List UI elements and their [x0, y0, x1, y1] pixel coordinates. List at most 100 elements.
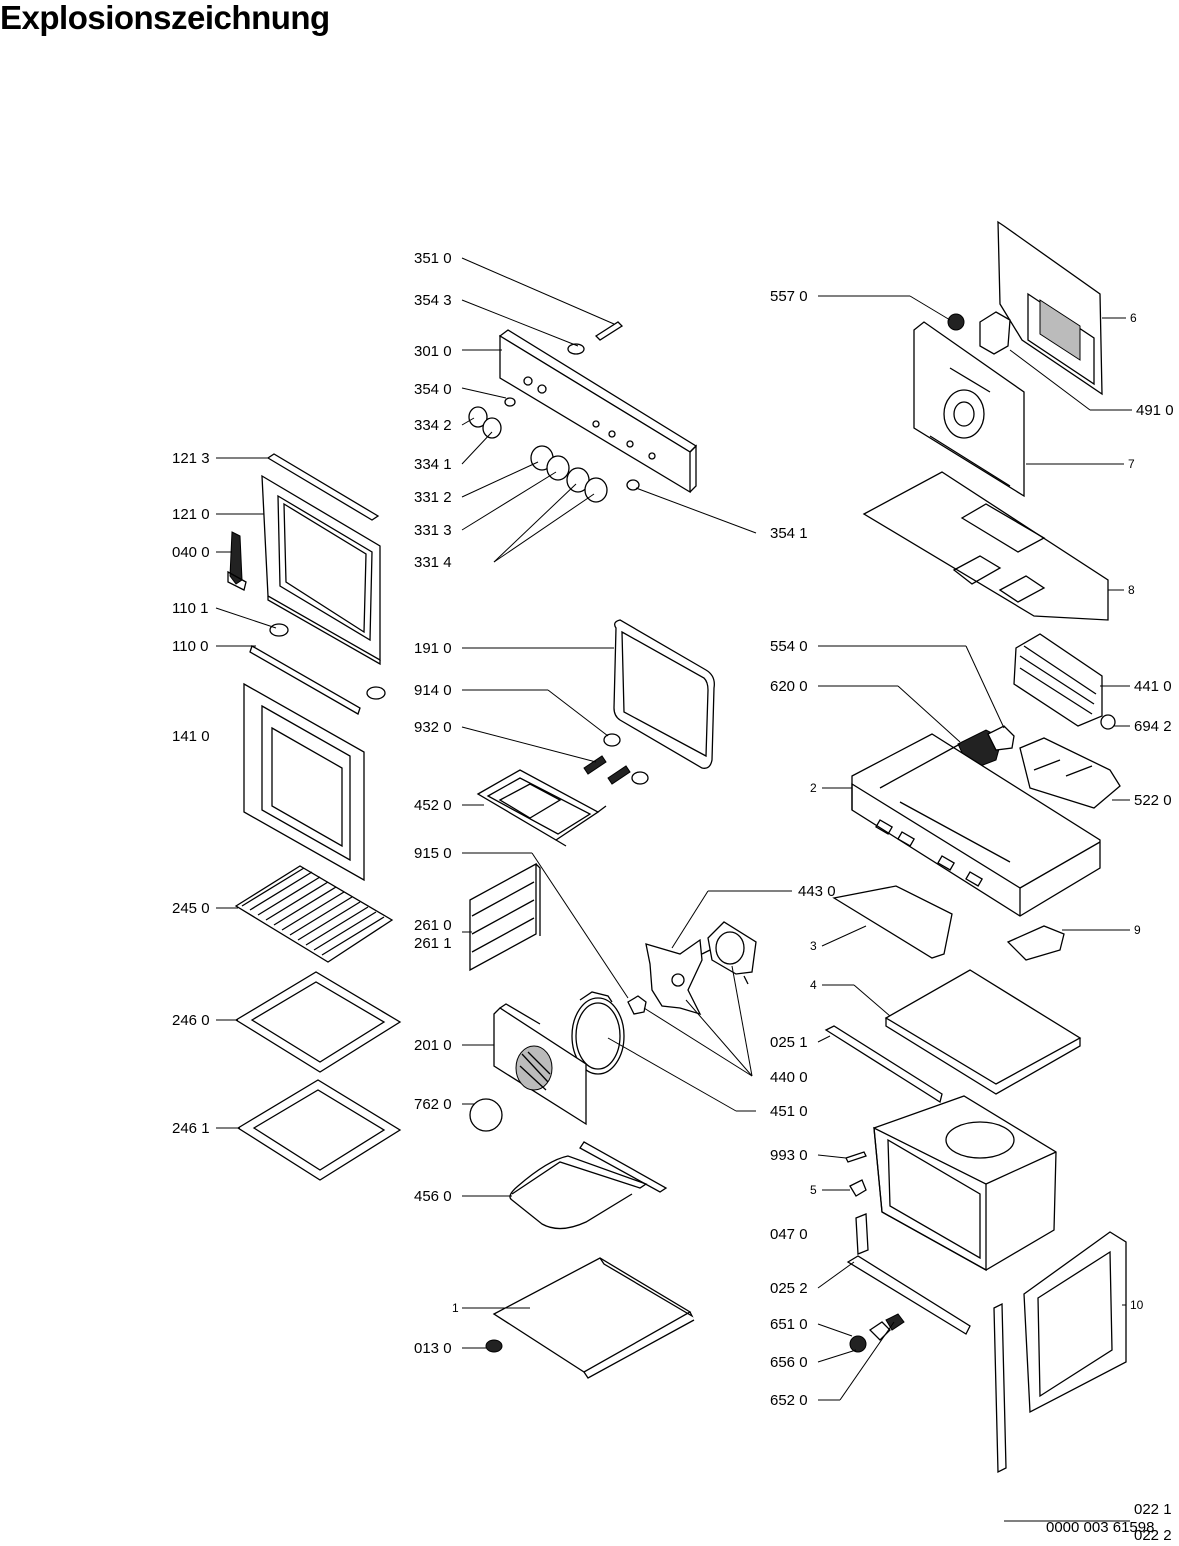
label-7620: 762 0: [414, 1096, 452, 1113]
fan-blade: [645, 938, 703, 1016]
clip: [849, 1179, 867, 1197]
label-1101: 110 1: [172, 600, 208, 617]
label-10: 10: [1130, 1298, 1144, 1312]
label-4510: 451 0: [770, 1103, 808, 1120]
label-3543: 354 3: [414, 292, 452, 309]
terminal-block: [979, 311, 1011, 355]
part-labels: 351 0 354 3 301 0 354 0 334 2 334 1 331 …: [172, 250, 1174, 1544]
fan-gasket: [469, 1098, 503, 1132]
top-cover: [862, 471, 1109, 621]
label-6520: 652 0: [770, 1392, 808, 1409]
lamp-assembly: [849, 1313, 905, 1353]
label-1410: 141 0: [172, 728, 210, 745]
front-strip: [993, 1302, 1007, 1474]
label-6200: 620 0: [770, 678, 808, 695]
element-terminal: [603, 733, 649, 785]
cooling-fan-motor: [1100, 714, 1116, 730]
label-4520: 452 0: [414, 797, 452, 814]
label-3314: 331 4: [414, 554, 452, 571]
label-4400: 440 0: [770, 1069, 808, 1086]
guide-rail: [824, 1025, 943, 1104]
label-3510: 351 0: [414, 250, 452, 267]
side-panel: [1023, 1231, 1127, 1414]
control-knob: [530, 445, 608, 503]
label-8: 8: [1128, 583, 1135, 597]
label-9150: 915 0: [414, 845, 452, 862]
label-2010: 201 0: [414, 1037, 452, 1054]
thermostat: [947, 313, 965, 331]
label-3342: 334 2: [414, 417, 452, 434]
label-3341: 334 1: [414, 456, 452, 473]
leader-lines: [215, 257, 1132, 1522]
lower-guide-rail: [846, 1255, 971, 1335]
label-5: 5: [810, 1183, 817, 1197]
label-4910: 491 0: [1136, 402, 1174, 419]
label-4: 4: [810, 978, 817, 992]
top-heating-element: [476, 769, 607, 847]
label-1910: 191 0: [414, 640, 452, 657]
control-knob-small: [468, 406, 502, 439]
door-seal-strip: [266, 453, 380, 521]
label-2610: 261 0: [414, 917, 452, 934]
document-number: 0000 003 61598: [1046, 1519, 1155, 1536]
oven-door-seal: [613, 619, 715, 769]
label-9: 9: [1134, 923, 1141, 937]
label-4430: 443 0: [798, 883, 836, 900]
base-plate: [884, 969, 1082, 1095]
label-9140: 914 0: [414, 682, 452, 699]
label-2: 2: [810, 781, 817, 795]
side-bracket: [832, 885, 953, 959]
door-inner-frame: [261, 474, 381, 666]
label-0252: 025 2: [770, 1280, 808, 1297]
label-3312: 331 2: [414, 489, 452, 506]
label-0221: 022 1: [1134, 1501, 1172, 1518]
control-module: [1019, 737, 1121, 809]
bottom-plate: [492, 1257, 695, 1379]
cable-cover: [1006, 925, 1065, 961]
housing-frame: [851, 733, 1101, 917]
baking-tray: [234, 971, 402, 1073]
label-6560: 656 0: [770, 1354, 808, 1371]
oven-cavity: [873, 1095, 1057, 1272]
label-6942: 694 2: [1134, 718, 1172, 735]
hinge-cover-plate: [269, 623, 386, 700]
wire-rack: [234, 865, 394, 963]
shelf-support-rail: [469, 862, 541, 972]
label-6510: 651 0: [770, 1316, 808, 1333]
label-2461: 246 1: [172, 1120, 210, 1137]
label-1213: 121 3: [172, 450, 210, 467]
door-lock: [855, 1213, 869, 1255]
label-6: 6: [1130, 311, 1137, 325]
door-outer-glass: [243, 682, 365, 882]
label-4410: 441 0: [1134, 678, 1172, 695]
element-spring: [583, 755, 631, 785]
control-panel: [498, 329, 698, 494]
rear-panel: [913, 321, 1025, 498]
switch-bushing: [567, 343, 585, 355]
screw: [845, 1151, 867, 1163]
label-5220: 522 0: [1134, 792, 1172, 809]
label-7: 7: [1128, 457, 1135, 471]
label-3540: 354 0: [414, 381, 452, 398]
door-handle-rail: [249, 645, 361, 715]
panel-knob-insert: [504, 397, 516, 407]
switch-module: [987, 725, 1015, 751]
fan-nut: [627, 995, 647, 1015]
switch-shaft: [594, 321, 624, 341]
label-2611: 261 1: [414, 935, 452, 952]
label-3541: 354 1: [770, 525, 808, 542]
label-4560: 456 0: [414, 1188, 452, 1205]
label-2450: 245 0: [172, 900, 210, 917]
fan-motor: [701, 921, 757, 985]
panel-cap: [626, 479, 640, 491]
fan-cover: [493, 1003, 587, 1126]
label-2460: 246 0: [172, 1012, 210, 1029]
label-0222: 022 2: [1134, 1527, 1172, 1544]
label-9930: 993 0: [770, 1147, 808, 1164]
baking-tray-deep: [236, 1079, 402, 1181]
label-9320: 932 0: [414, 719, 452, 736]
page-title: Explosionszeichnung: [0, 0, 330, 36]
label-1100: 110 0: [172, 638, 208, 655]
foot: [485, 1339, 503, 1353]
